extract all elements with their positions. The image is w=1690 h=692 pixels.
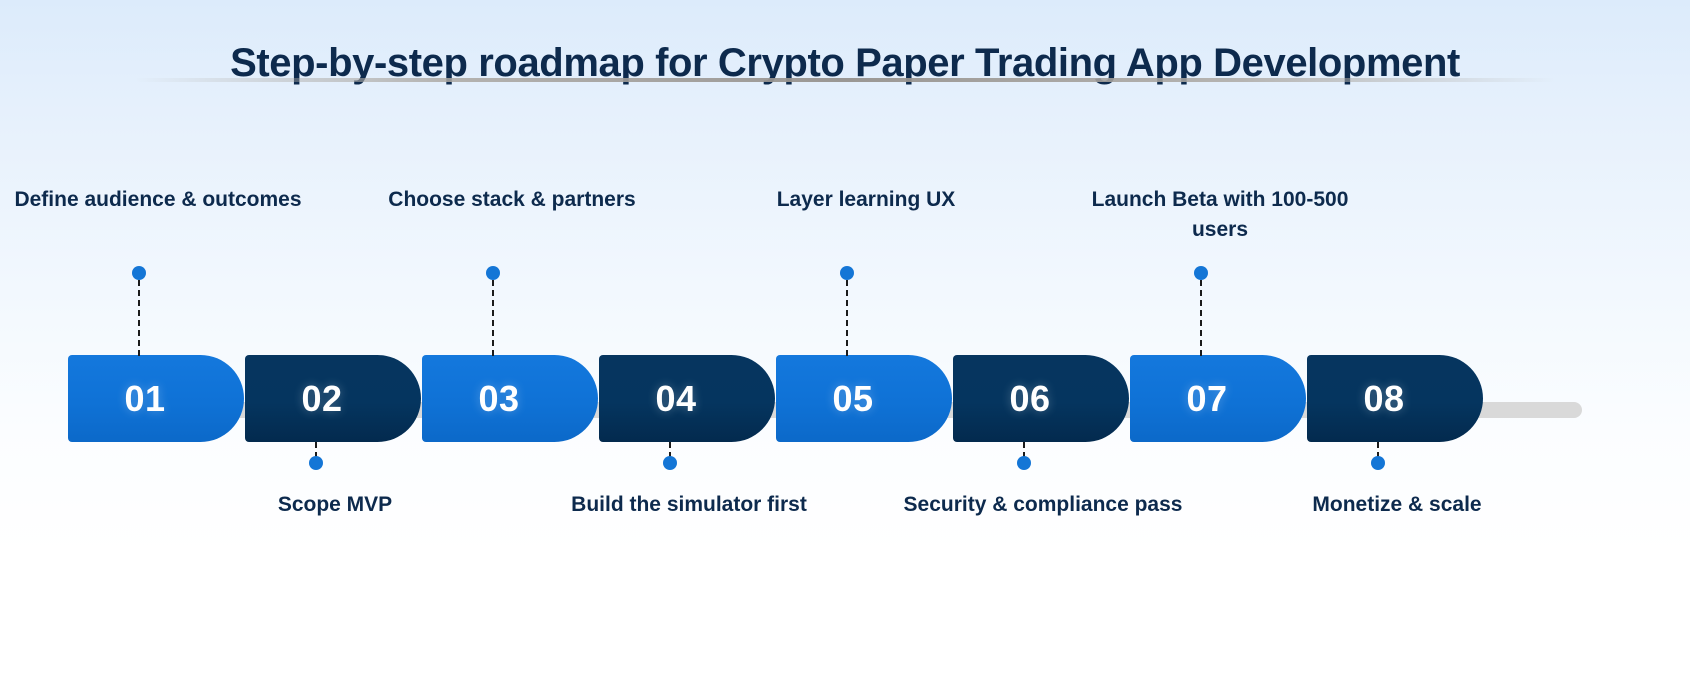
- step-number: 08: [1363, 377, 1405, 419]
- timeline-step-03[interactable]: 03 Choose stack & partners: [388, 0, 636, 692]
- step-number: 05: [832, 377, 874, 419]
- step-dot-icon: [663, 456, 677, 470]
- step-leader-line: [315, 442, 317, 458]
- step-number: 04: [655, 377, 697, 419]
- step-pill-08[interactable]: 08: [1307, 355, 1483, 442]
- step-label: Launch Beta with 100-500 users: [1091, 188, 1349, 242]
- page-title: Step-by-step roadmap for Crypto Paper Tr…: [230, 41, 1460, 85]
- timeline-step-01[interactable]: 01 Define audience & outcomes: [14, 0, 302, 692]
- step-leader-line: [492, 280, 494, 356]
- step-dot-icon: [1194, 266, 1208, 280]
- step-leader-line: [669, 442, 671, 458]
- step-dot-icon: [132, 266, 146, 280]
- step-number: 02: [301, 377, 343, 419]
- title-divider: [136, 78, 1554, 82]
- step-label: Security & compliance pass: [903, 493, 1183, 516]
- step-pill-04[interactable]: 04: [599, 355, 775, 442]
- step-leader-line: [1023, 442, 1025, 458]
- step-leader-line: [846, 280, 848, 356]
- step-label: Monetize & scale: [1312, 493, 1482, 516]
- step-number: 06: [1009, 377, 1051, 419]
- step-number: 03: [478, 377, 520, 419]
- step-number: 01: [124, 377, 166, 419]
- step-pill-02[interactable]: 02: [245, 355, 421, 442]
- step-label: Scope MVP: [277, 493, 393, 516]
- step-dot-icon: [486, 266, 500, 280]
- step-pill-07[interactable]: 07: [1130, 355, 1306, 442]
- step-pill-03[interactable]: 03: [422, 355, 598, 442]
- step-leader-line: [1377, 442, 1379, 458]
- timeline-step-07[interactable]: 07 Launch Beta with 100-500 users: [1092, 0, 1348, 692]
- step-label: Layer learning UX: [776, 188, 956, 211]
- step-dot-icon: [1017, 456, 1031, 470]
- step-label: Define audience & outcomes: [14, 188, 302, 211]
- step-pill-01[interactable]: 01: [68, 355, 244, 442]
- step-leader-line: [138, 280, 140, 356]
- step-leader-line: [1200, 280, 1202, 356]
- step-pill-05[interactable]: 05: [776, 355, 952, 442]
- step-number: 07: [1186, 377, 1228, 419]
- step-dot-icon: [840, 266, 854, 280]
- page-header: Step-by-step roadmap for Crypto Paper Tr…: [0, 40, 1690, 87]
- step-label: Build the simulator first: [571, 493, 807, 516]
- step-dot-icon: [309, 456, 323, 470]
- step-dot-icon: [1371, 456, 1385, 470]
- step-label: Choose stack & partners: [388, 188, 636, 211]
- timeline-step-05[interactable]: 05 Layer learning UX: [776, 0, 956, 692]
- step-pill-06[interactable]: 06: [953, 355, 1129, 442]
